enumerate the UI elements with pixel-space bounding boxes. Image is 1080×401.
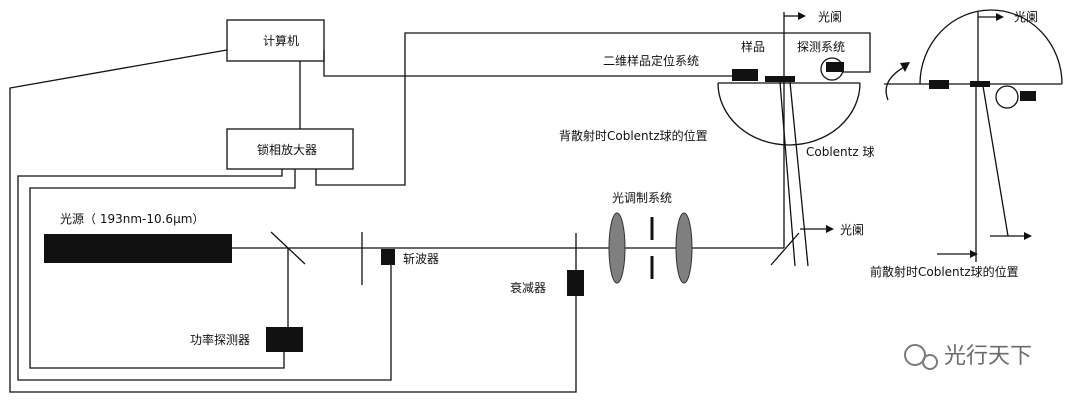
wire-lockin-detector [315,32,871,186]
sample-block [765,76,795,82]
positioner-block [732,69,758,81]
power-detector [266,327,303,352]
wire-computer-positioner [323,50,732,77]
lens-right [675,212,693,284]
rotation-arrow [885,65,907,101]
label-2d-positioner: 二维样品定位系统 [603,53,699,68]
arrow-head-right [826,225,834,233]
forward-vertical-b [982,85,1009,237]
forward-positioner [929,80,949,89]
label-computer: 计算机 [263,33,299,48]
chopper [381,249,395,265]
light-source [44,234,232,263]
lens-left [608,212,626,284]
label-detector-system: 探测系统 [797,40,845,54]
wechat-icon [904,344,926,366]
arrow-head-rotation [900,62,910,72]
label-attenuator: 衰减器 [510,280,546,295]
detector-block-back [826,62,844,72]
label-lockin: 锁相放大器 [257,142,317,157]
scatter-line-b [789,81,809,267]
computer-box [226,19,325,62]
forward-sample [970,81,990,87]
label-coblentz: Coblentz 球 [806,145,874,159]
watermark: 光行天下 [904,344,1032,370]
scatter-line-a [779,81,796,267]
detector-circle-forward [995,85,1019,109]
label-sample: 样品 [741,39,765,54]
fold-mirror [770,232,800,266]
label-aperture-forward: 光阑 [1014,9,1038,24]
attenuator [567,270,584,296]
label-source: 光源（ 193nm-10.6μm） [60,212,204,226]
wire-lockin-chopper [29,169,296,369]
arrow-head-forward-bottom-2 [1024,232,1032,240]
label-aperture-right: 光阑 [840,222,864,237]
label-power-detector: 功率探测器 [190,332,250,347]
lockin-box [226,128,354,170]
arrow-head-forward-bottom [970,250,978,258]
wire-lockin-powerdet [17,169,392,381]
watermark-text: 光行天下 [944,344,1032,369]
arrow-head-top-forward [996,13,1004,21]
label-forward-position: 前散射时Coblentz球的位置 [870,264,1019,279]
label-modulation: 光调制系统 [612,191,672,205]
wire-computer-loop [9,49,577,393]
label-back-position: 背散射时Coblentz球的位置 [559,128,708,143]
label-aperture-top: 光阑 [818,9,842,24]
coblentz-sphere-back [717,82,861,146]
detector-block-forward [1020,91,1036,101]
label-chopper: 斩波器 [403,252,439,266]
arrow-head-top [798,12,806,20]
wechat-icon-small [922,354,938,370]
coblentz-sphere-forward [919,9,1063,85]
